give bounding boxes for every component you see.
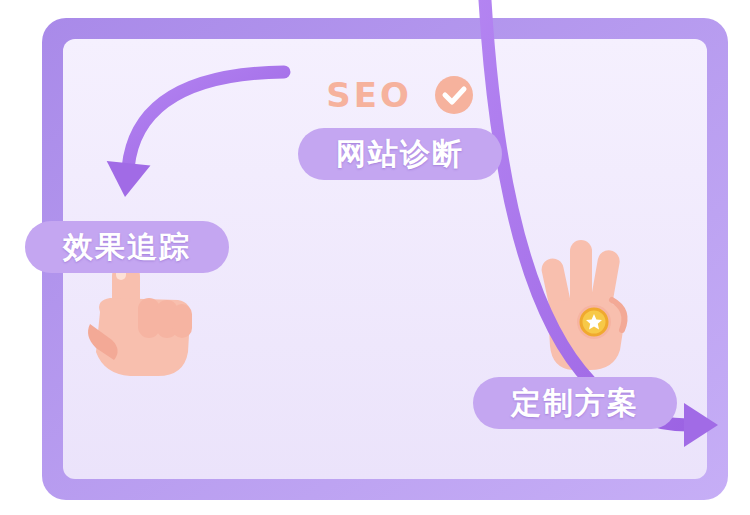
- heading-text: SEO: [326, 75, 412, 115]
- step-node: 效果追踪: [25, 221, 229, 273]
- arrow-head: [107, 161, 151, 197]
- step-pill: 效果追踪: [25, 221, 229, 273]
- heading-row: SEO: [298, 70, 502, 120]
- step-pill: 定制方案: [473, 377, 677, 429]
- ok-hand: [540, 240, 625, 370]
- curved-arrow: [128, 72, 284, 167]
- pointing-hand: [88, 262, 192, 376]
- step-pill: 网站诊断: [298, 128, 502, 180]
- step-node: 定制方案: [473, 377, 677, 429]
- curved-arrow: [483, 0, 688, 425]
- check-icon: [434, 75, 474, 115]
- step-node: SEO 网站诊断: [298, 70, 502, 180]
- arrow-head: [684, 403, 718, 447]
